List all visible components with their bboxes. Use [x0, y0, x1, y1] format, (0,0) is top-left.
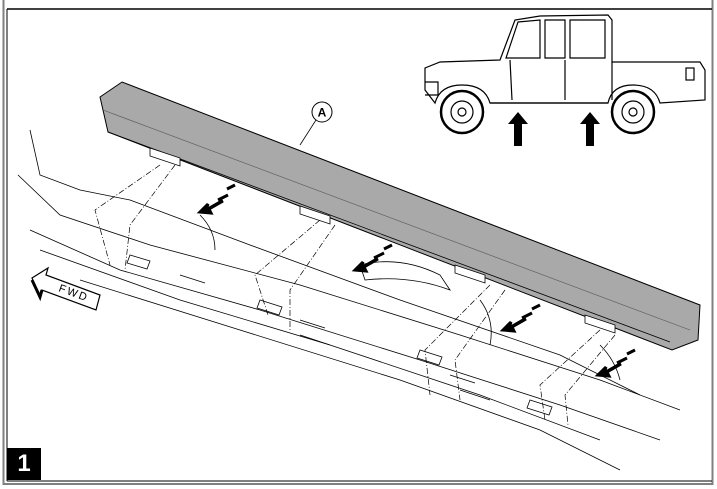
install-arrows — [196, 183, 636, 378]
callout-a: A — [299, 101, 333, 146]
forward-direction-arrow: FWD — [30, 266, 101, 311]
lift-point-arrows — [508, 112, 600, 146]
vehicle-underbody — [17, 129, 681, 471]
callout-label: A — [318, 106, 327, 120]
alignment-lines — [94, 164, 616, 426]
truck-side-view-icon — [424, 14, 706, 135]
figure-number: 1 — [7, 448, 41, 480]
running-board — [99, 81, 701, 351]
